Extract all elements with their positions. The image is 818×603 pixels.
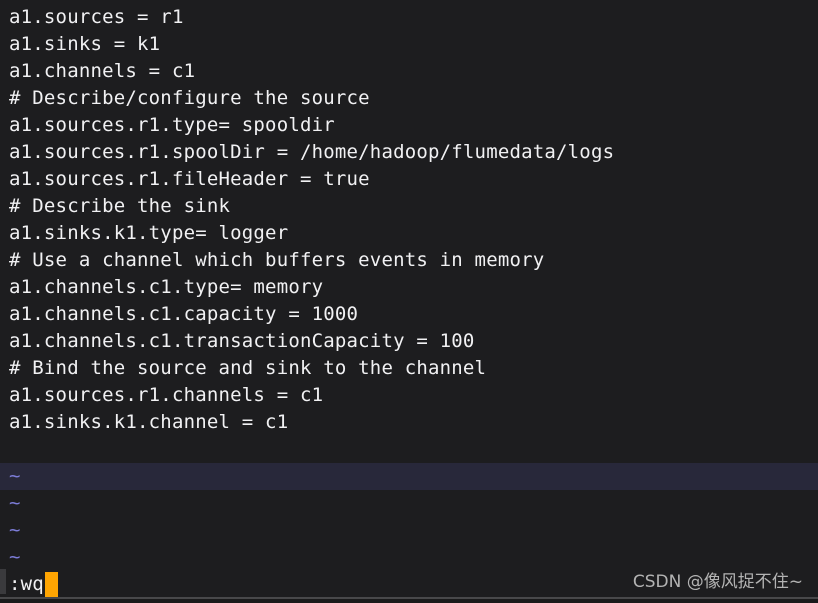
- tilde-marker: ~: [9, 519, 21, 541]
- tilde-line: ~: [0, 490, 818, 517]
- code-line: a1.channels = c1: [9, 60, 196, 82]
- code-line: # Bind the source and sink to the channe…: [9, 357, 487, 379]
- tilde-marker: ~: [9, 465, 21, 487]
- text-cursor: [44, 572, 58, 597]
- code-line: a1.sinks.k1.channel = c1: [9, 411, 289, 433]
- code-line: a1.sources = r1: [9, 6, 184, 28]
- code-line: # Describe the sink: [9, 195, 231, 217]
- code-line: a1.sinks.k1.type= logger: [9, 222, 289, 244]
- empty-line: [0, 436, 818, 463]
- tilde-line-highlighted: ~: [0, 463, 818, 490]
- code-line: a1.sources.r1.channels = c1: [9, 384, 324, 406]
- tilde-line: ~: [0, 544, 818, 571]
- code-line: a1.sinks = k1: [9, 33, 161, 55]
- code-line: a1.sources.r1.spoolDir = /home/hadoop/fl…: [9, 141, 615, 163]
- code-line: a1.channels.c1.capacity = 1000: [9, 303, 359, 325]
- command-text: :wq: [9, 573, 44, 595]
- code-line: a1.channels.c1.transactionCapacity = 100: [9, 330, 475, 352]
- code-line: # Use a channel which buffers events in …: [9, 249, 545, 271]
- vim-command-line[interactable]: :wq: [0, 571, 818, 598]
- code-line: a1.sources.r1.fileHeader = true: [9, 168, 370, 190]
- watermark: CSDN @像风捉不住~: [632, 572, 803, 592]
- tilde-marker: ~: [9, 546, 21, 568]
- code-line: # Describe/configure the source: [9, 87, 370, 109]
- tilde-line: ~: [0, 517, 818, 544]
- code-line: a1.sources.r1.type= spooldir: [9, 114, 335, 136]
- code-line: a1.channels.c1.type= memory: [9, 276, 324, 298]
- window-bottom-border: [0, 597, 818, 603]
- tilde-marker: ~: [9, 492, 21, 514]
- window-edge-notch: [0, 569, 6, 594]
